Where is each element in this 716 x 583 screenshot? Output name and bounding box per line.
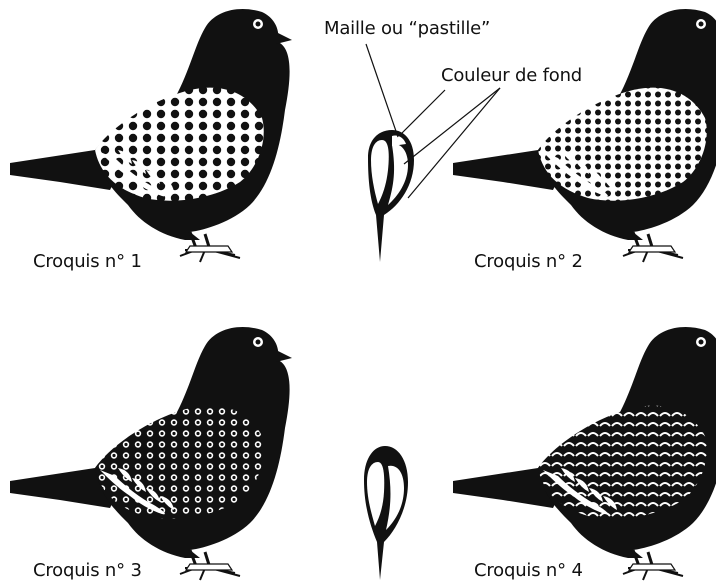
pigeon-sketch-1 xyxy=(10,9,292,262)
pigeon-sketch-2 xyxy=(453,9,716,262)
pigeon-sketch-4 xyxy=(453,327,716,580)
annotation-maille: Maille ou “pastille” xyxy=(324,19,490,39)
sketch-label-4: Croquis n° 4 xyxy=(474,561,583,581)
sketch-label-2: Croquis n° 2 xyxy=(474,252,583,272)
pigeon-sketch-3 xyxy=(10,327,292,580)
sketch-label-1: Croquis n° 1 xyxy=(33,252,142,272)
sketch-label-3: Croquis n° 3 xyxy=(33,561,142,581)
annotation-couleur-de-fond: Couleur de fond xyxy=(441,66,582,86)
feather-detail-bottom xyxy=(364,446,408,580)
feather-detail-top xyxy=(368,130,414,262)
